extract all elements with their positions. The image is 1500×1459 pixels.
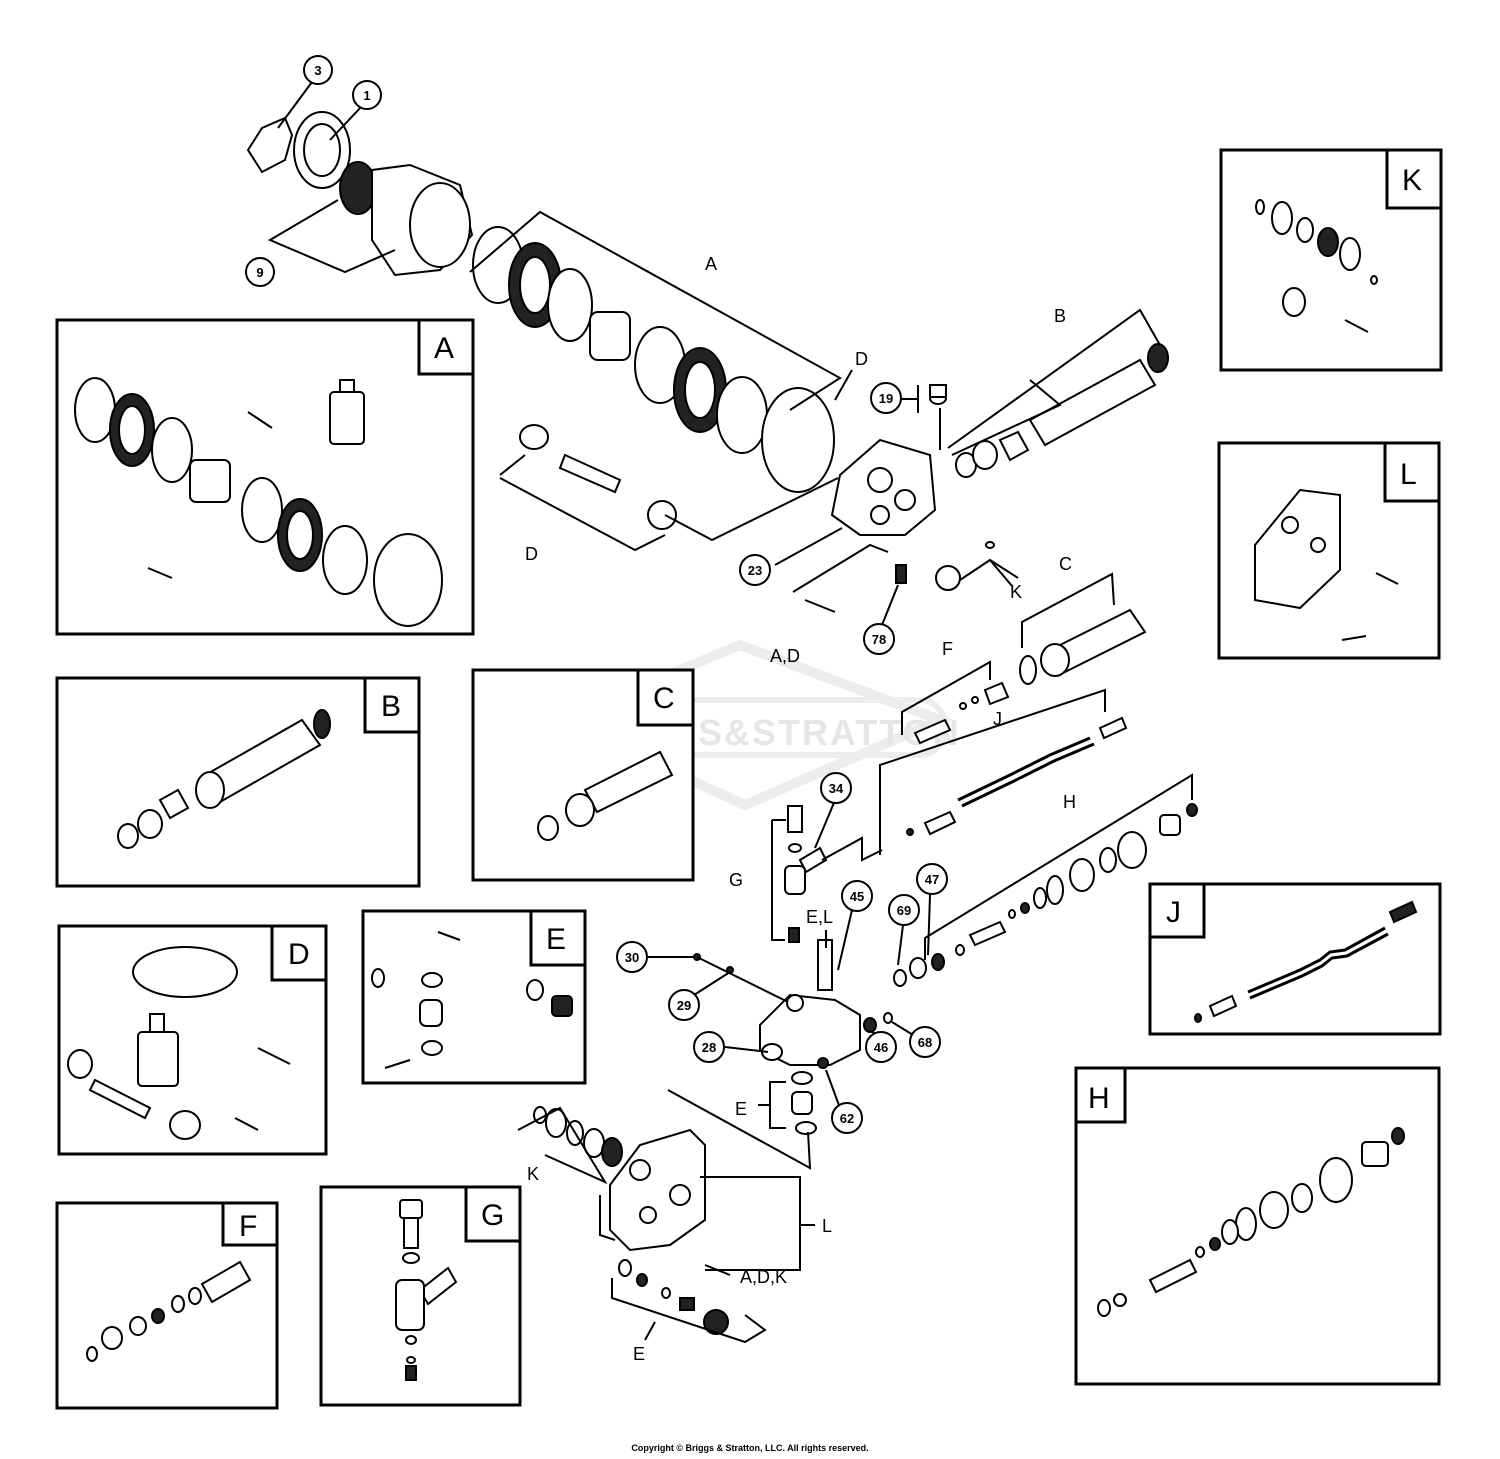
svg-text:29: 29 [677, 998, 691, 1013]
copyright-text: Copyright © Briggs & Stratton, LLC. All … [631, 1443, 869, 1453]
label-k-mid: K [1010, 582, 1022, 602]
callout-28: 28 [693, 1031, 725, 1063]
label-g: G [729, 870, 743, 890]
kit-box-e: E [361, 909, 587, 1085]
callout-30: 30 [616, 941, 648, 973]
callout-47: 47 [916, 863, 948, 895]
callout-34: 34 [820, 772, 852, 804]
callout-9: 9 [245, 257, 275, 287]
callout-45: 45 [841, 880, 873, 912]
kit-box-a: A [55, 318, 475, 636]
kit-box-h: H [1074, 1066, 1441, 1386]
label-c: C [1059, 554, 1072, 574]
kit-letter-k: K [1402, 164, 1422, 197]
svg-text:78: 78 [872, 632, 886, 647]
kit-letter-a: A [434, 332, 454, 365]
callout-62: 62 [831, 1102, 863, 1134]
svg-text:9: 9 [256, 265, 263, 280]
kit-box-b: B [55, 676, 421, 888]
label-j: J [993, 709, 1002, 729]
kit-box-k: K [1219, 148, 1443, 372]
callout-46: 46 [865, 1031, 897, 1063]
kit-letter-d: D [288, 938, 310, 971]
kit-box-d: D [57, 924, 328, 1156]
label-d-mid: D [525, 544, 538, 564]
kit-letter-g: G [481, 1199, 504, 1232]
kit-letter-j: J [1166, 896, 1181, 929]
svg-text:62: 62 [840, 1111, 854, 1126]
label-e-low: E [633, 1344, 645, 1364]
callout-29: 29 [668, 989, 700, 1021]
kit-letter-c: C [653, 682, 675, 715]
callout-19: 19 [870, 382, 902, 414]
main-assembly [246, 111, 1198, 1335]
kit-letter-f: F [239, 1210, 257, 1243]
svg-text:45: 45 [850, 889, 864, 904]
kit-letter-b: B [381, 690, 401, 723]
svg-text:28: 28 [702, 1040, 716, 1055]
svg-text:47: 47 [925, 872, 939, 887]
svg-text:69: 69 [897, 903, 911, 918]
callouts: 3 1 9 19 23 78 34 45 47 69 30 29 28 46 6… [245, 55, 948, 1134]
label-e-mid: E [735, 1099, 747, 1119]
label-k-low: K [527, 1164, 539, 1184]
callout-78: 78 [863, 623, 895, 655]
label-d-top: D [855, 349, 868, 369]
svg-text:3: 3 [314, 63, 321, 78]
label-a-d-k: A,D,K [740, 1267, 787, 1287]
callout-68: 68 [909, 1026, 941, 1058]
svg-text:34: 34 [829, 781, 844, 796]
callout-23: 23 [739, 554, 771, 586]
kit-letter-h: H [1088, 1082, 1110, 1115]
label-h: H [1063, 792, 1076, 812]
svg-text:46: 46 [874, 1040, 888, 1055]
kit-letter-l: L [1400, 458, 1417, 491]
callout-3: 3 [303, 55, 333, 85]
svg-text:30: 30 [625, 950, 639, 965]
label-a-d: A,D [770, 646, 800, 666]
label-l: L [822, 1216, 832, 1236]
svg-text:23: 23 [748, 563, 762, 578]
kit-letter-e: E [546, 923, 566, 956]
leader-labels: A D D B K A,D C F J H G E,L E K L A,D,K … [525, 254, 1076, 1364]
label-e-l: E,L [806, 907, 833, 927]
kit-box-c: C [471, 668, 695, 882]
leader-lines [267, 81, 1193, 1344]
svg-text:1: 1 [363, 88, 370, 103]
kit-box-f: F [55, 1201, 279, 1410]
svg-text:68: 68 [918, 1035, 932, 1050]
label-f: F [942, 639, 953, 659]
label-a: A [705, 254, 717, 274]
kit-box-j: J [1148, 882, 1442, 1036]
kit-box-g: G [319, 1185, 522, 1407]
callout-1: 1 [352, 80, 382, 110]
label-b: B [1054, 306, 1066, 326]
svg-text:19: 19 [879, 391, 893, 406]
kit-box-l: L [1217, 441, 1441, 660]
callout-69: 69 [888, 894, 920, 926]
